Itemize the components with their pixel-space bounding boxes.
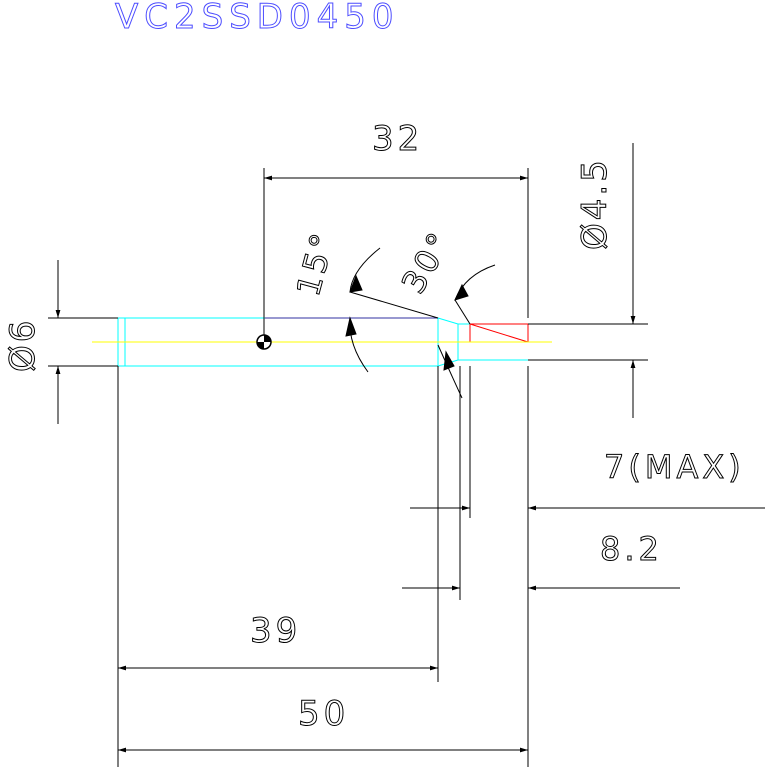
dim-dia-6-label: Ø6 <box>3 318 43 372</box>
dimension-39 <box>117 366 438 767</box>
dim-7-max-label: 7(MAX) <box>604 448 745 486</box>
angle-15-label: 15° <box>289 227 343 300</box>
part-number-title: VC2SSD0450 <box>115 0 400 37</box>
tip-outline <box>469 323 529 343</box>
angle-30-label: 30° <box>394 224 460 300</box>
dim-50-label: 50 <box>298 694 349 734</box>
dimension-8-2 <box>402 366 680 682</box>
dimension-dia-6 <box>48 260 118 424</box>
dim-dia-4-5-label: Ø4.5 <box>575 157 615 250</box>
dimension-dia-4-5 <box>528 143 648 418</box>
dimension-7-max <box>410 366 765 767</box>
dim-32-label: 32 <box>372 119 423 159</box>
dim-39-label: 39 <box>250 611 301 651</box>
angle-30-dimension <box>437 264 496 399</box>
dim-8-2-label: 8.2 <box>600 530 663 568</box>
angle-15-dimension <box>345 247 439 373</box>
dimension-32 <box>263 168 529 335</box>
origin-marker <box>256 334 272 350</box>
